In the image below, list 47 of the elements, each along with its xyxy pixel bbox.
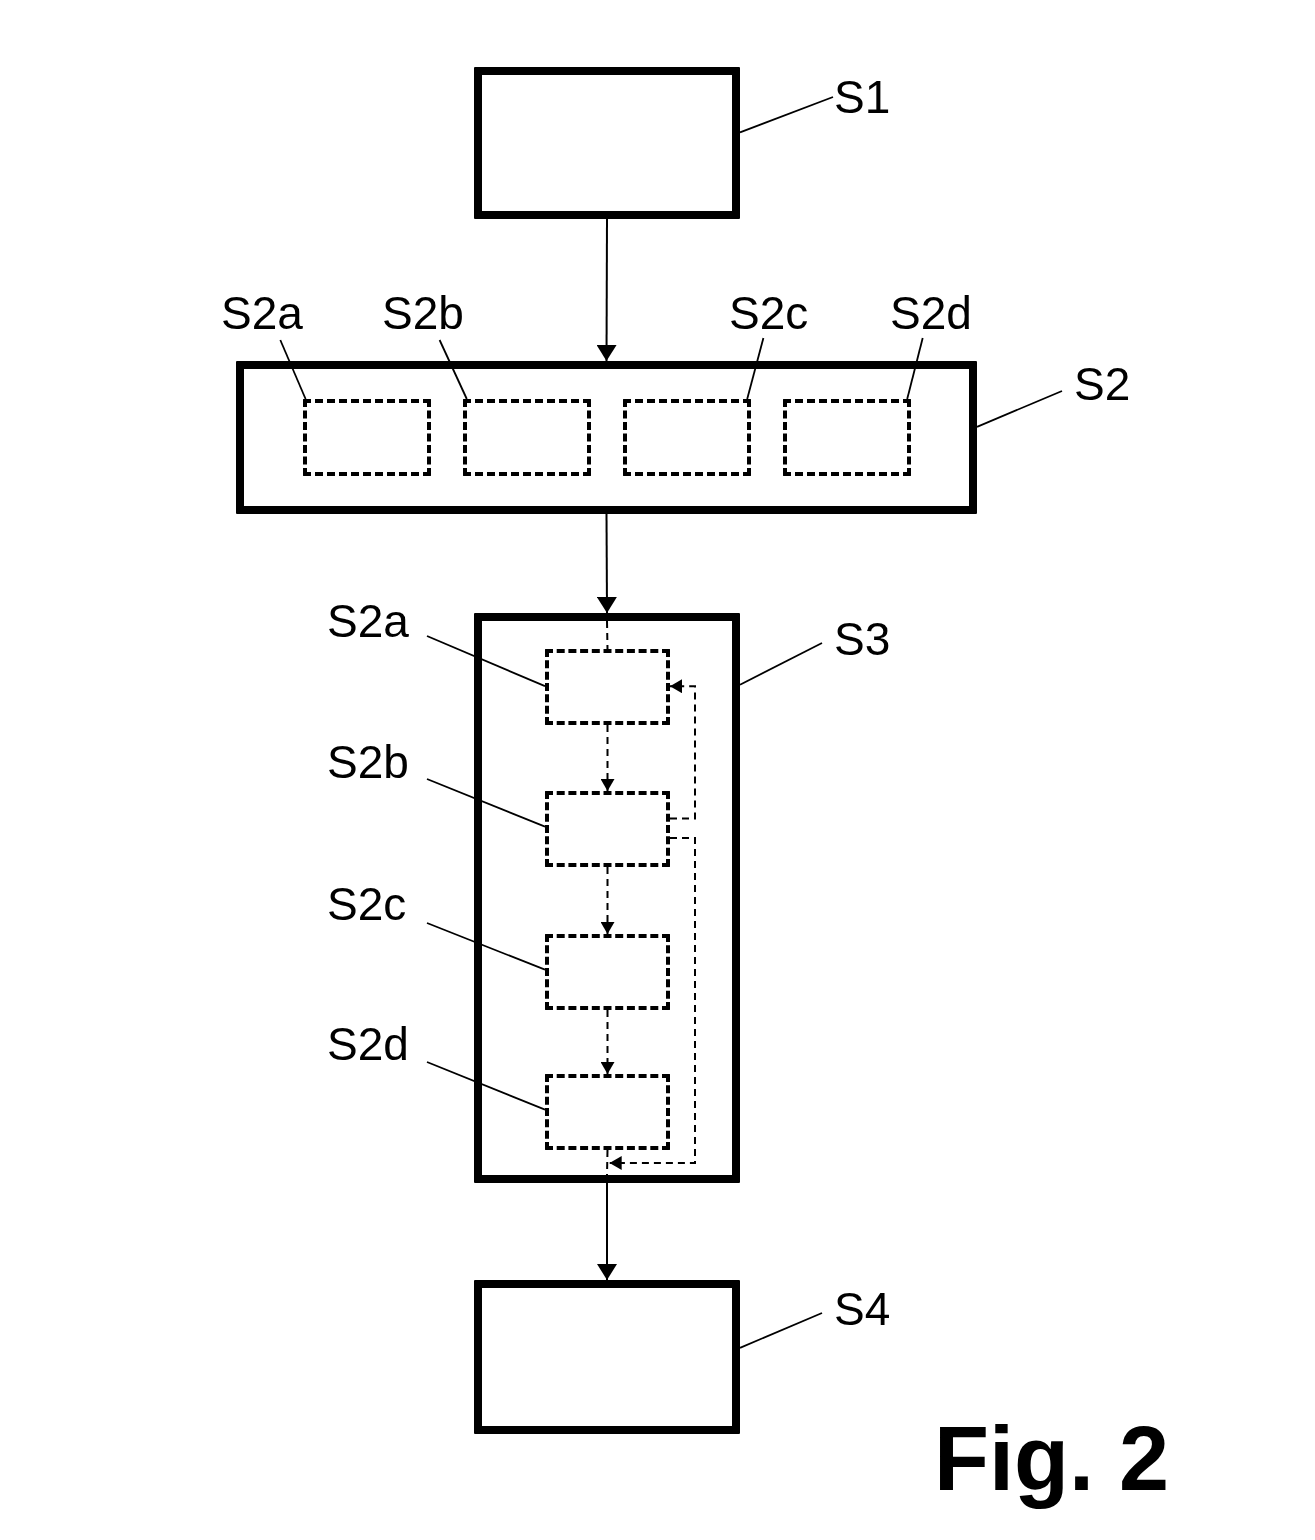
sub-step-box — [545, 791, 670, 867]
leader-line — [746, 337, 765, 400]
leader-line — [426, 922, 546, 971]
reference-label: S3 — [834, 614, 892, 664]
leader-line — [976, 390, 1063, 428]
leader-line — [279, 339, 307, 400]
arrow — [598, 218, 615, 362]
dashed-arrow — [601, 1009, 614, 1075]
reference-label: S2d — [890, 288, 976, 338]
reference-label: S2a — [327, 596, 413, 646]
leader-line — [426, 1061, 546, 1111]
sub-step-box — [545, 649, 670, 725]
dashed-arrow — [601, 724, 614, 792]
sub-step-box — [545, 1074, 670, 1150]
figure-label: Fig. 2 — [934, 1408, 1170, 1511]
sub-step-box — [623, 399, 751, 476]
dashed-arrow — [669, 680, 696, 820]
reference-label: S2c — [729, 288, 815, 338]
leader-line — [906, 337, 924, 400]
reference-label: S2 — [1074, 359, 1132, 409]
leader-line — [426, 778, 546, 828]
arrow — [598, 513, 615, 614]
dashed-line — [606, 620, 609, 650]
sub-step-box — [783, 399, 911, 476]
step-box — [236, 361, 977, 514]
reference-label: S2b — [327, 737, 413, 787]
dashed-arrow — [601, 866, 614, 935]
step-box — [474, 613, 740, 1183]
reference-label: S2d — [327, 1019, 413, 1069]
reference-label: S2a — [221, 288, 307, 338]
step-box — [474, 1280, 740, 1434]
leader-line — [739, 642, 823, 686]
sub-step-box — [303, 399, 431, 476]
sub-step-box — [545, 934, 670, 1010]
arrow — [599, 1182, 615, 1281]
dashed-line — [606, 1149, 609, 1176]
reference-label: S2b — [382, 288, 468, 338]
dashed-arrow — [608, 837, 696, 1169]
reference-label: S4 — [834, 1284, 892, 1334]
reference-label: S1 — [834, 72, 892, 122]
leader-line — [739, 1312, 823, 1349]
sub-step-box — [463, 399, 591, 476]
leader-line — [438, 339, 468, 400]
leader-line — [739, 96, 834, 134]
step-box — [474, 67, 740, 219]
reference-label: S2c — [327, 879, 413, 929]
leader-line — [426, 635, 546, 688]
